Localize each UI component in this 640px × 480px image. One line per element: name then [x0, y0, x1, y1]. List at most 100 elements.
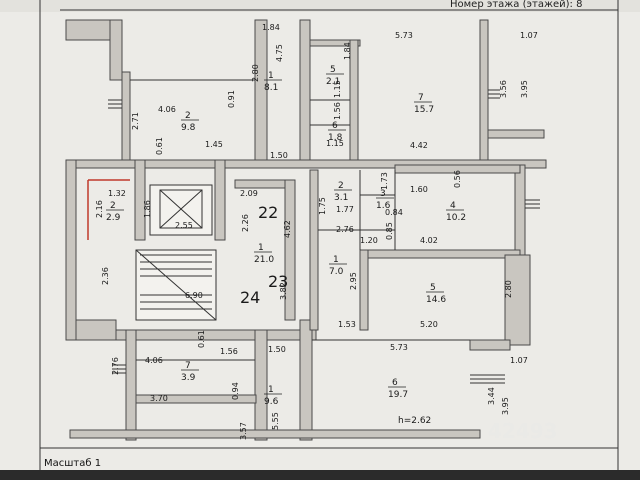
dimension-value: 1.84	[262, 23, 280, 32]
room-number: 7	[418, 93, 424, 103]
dimension-value: 2.76	[111, 357, 120, 375]
room-area: 15.7	[414, 105, 434, 115]
dimension-value: 1.15	[326, 139, 344, 148]
dimension-value: 1.53	[338, 320, 356, 329]
room-number: 2	[110, 201, 116, 211]
dimension-value: 3.82	[279, 282, 288, 300]
room-area: 21.0	[254, 255, 274, 265]
room-number: 1	[268, 385, 274, 395]
dimension-value: 2.55	[175, 221, 193, 230]
dimension-value: 1.20	[360, 236, 378, 245]
dimension-value: 1.07	[520, 31, 538, 40]
dimension-value: 3.70	[150, 394, 168, 403]
dimension-value: 1.56	[333, 102, 342, 120]
dimension-value: 2.95	[349, 272, 358, 290]
room-area: 14.6	[426, 295, 446, 305]
dimension-value: 0.56	[453, 170, 462, 188]
floor-number-label: Номер этажа (этажей): 8	[450, 0, 582, 10]
dimension-value: 3.95	[501, 397, 510, 415]
dimension-value: 1.86	[143, 200, 152, 218]
staircase	[135, 249, 217, 321]
section-number-23: 23	[268, 272, 288, 291]
dimension-value: 5.73	[390, 343, 408, 352]
dimension-value: 4.02	[420, 236, 438, 245]
room-number: 5	[330, 65, 336, 75]
elevator-shaft	[149, 184, 213, 236]
dimension-value: 1.56	[220, 347, 238, 356]
room-number: 4	[450, 201, 456, 211]
dimension-value: 3.95	[520, 80, 529, 98]
section-number-22: 22	[258, 203, 278, 222]
dimension-value: 0.84	[385, 208, 403, 217]
dimension-value: 1.32	[108, 189, 126, 198]
dimension-value: 2.71	[131, 112, 140, 130]
dimension-value: 3.44	[487, 387, 496, 405]
dimension-value: 2.16	[95, 200, 104, 218]
dimension-value: 6.90	[185, 291, 203, 300]
room-area: 3.9	[181, 373, 196, 383]
dimension-value: 1.73	[380, 172, 389, 190]
dimension-value: 4.42	[410, 141, 428, 150]
dimension-value: 2.80	[251, 64, 260, 82]
dimension-value: 1.15	[333, 80, 342, 98]
dimension-value: 2.76	[336, 225, 354, 234]
dimension-value: 0.61	[155, 137, 164, 155]
room-number: 2	[338, 181, 344, 191]
dimension-value: 1.50	[268, 345, 286, 354]
dimension-value: 0.91	[227, 90, 236, 108]
watermark-text: 42493	[488, 419, 558, 443]
room-area: 1.8	[328, 133, 343, 143]
dimension-value: 0.94	[231, 382, 240, 400]
dimension-value: 1.45	[205, 140, 223, 149]
dimension-value: 0.85	[385, 222, 394, 240]
dimension-value: 2.80	[504, 280, 513, 298]
dimension-value: 5.73	[395, 31, 413, 40]
room-number: 5	[430, 283, 436, 293]
room-number: 1	[258, 243, 264, 253]
room-area: 7.0	[329, 267, 344, 277]
walls	[65, 19, 547, 441]
room-area: 2.1	[326, 77, 340, 87]
room-number: 1	[268, 71, 274, 81]
room-area: 1.6	[376, 201, 391, 211]
scale-label: Масштаб 1	[44, 458, 101, 469]
dimension-value: 2.26	[241, 214, 250, 232]
room-number: 6	[332, 121, 338, 131]
room-area: 3.1	[334, 193, 348, 203]
window-marks	[108, 89, 540, 384]
dimension-value: 4.06	[145, 356, 163, 365]
room-number: 6	[392, 378, 398, 388]
dimension-value: 5.55	[271, 412, 280, 430]
room-number: 7	[185, 361, 191, 371]
ceiling-height-label: h=2.62	[398, 416, 431, 426]
dimension-value: 5.20	[420, 320, 438, 329]
room-number: 3	[380, 189, 386, 199]
dimension-value: 1.84	[343, 42, 352, 60]
dimension-value: 2.36	[101, 267, 110, 285]
room-area: 10.2	[446, 213, 466, 223]
dimension-value: 4.06	[158, 105, 176, 114]
dimension-value: 1.07	[510, 356, 528, 365]
dimension-value: 1.75	[318, 197, 327, 215]
room-area: 9.8	[181, 123, 196, 133]
room-area: 9.6	[264, 397, 279, 407]
dimension-value: 0.61	[197, 330, 206, 348]
room-area: 19.7	[388, 390, 408, 400]
dimension-value: 3.56	[499, 80, 508, 98]
room-area: 8.1	[264, 83, 278, 93]
room-number: 2	[185, 111, 191, 121]
dimension-value: 1.60	[410, 185, 428, 194]
dimension-value: 4.75	[275, 44, 284, 62]
room-area: 2.9	[106, 213, 121, 223]
section-number-24: 24	[240, 288, 260, 307]
dimension-value: 2.09	[240, 189, 258, 198]
dimension-value: 4.62	[283, 220, 292, 238]
partition-lines	[87, 79, 470, 361]
dimension-value: 3.57	[239, 422, 248, 440]
room-number: 1	[333, 255, 339, 265]
dimension-value: 1.77	[336, 205, 354, 214]
